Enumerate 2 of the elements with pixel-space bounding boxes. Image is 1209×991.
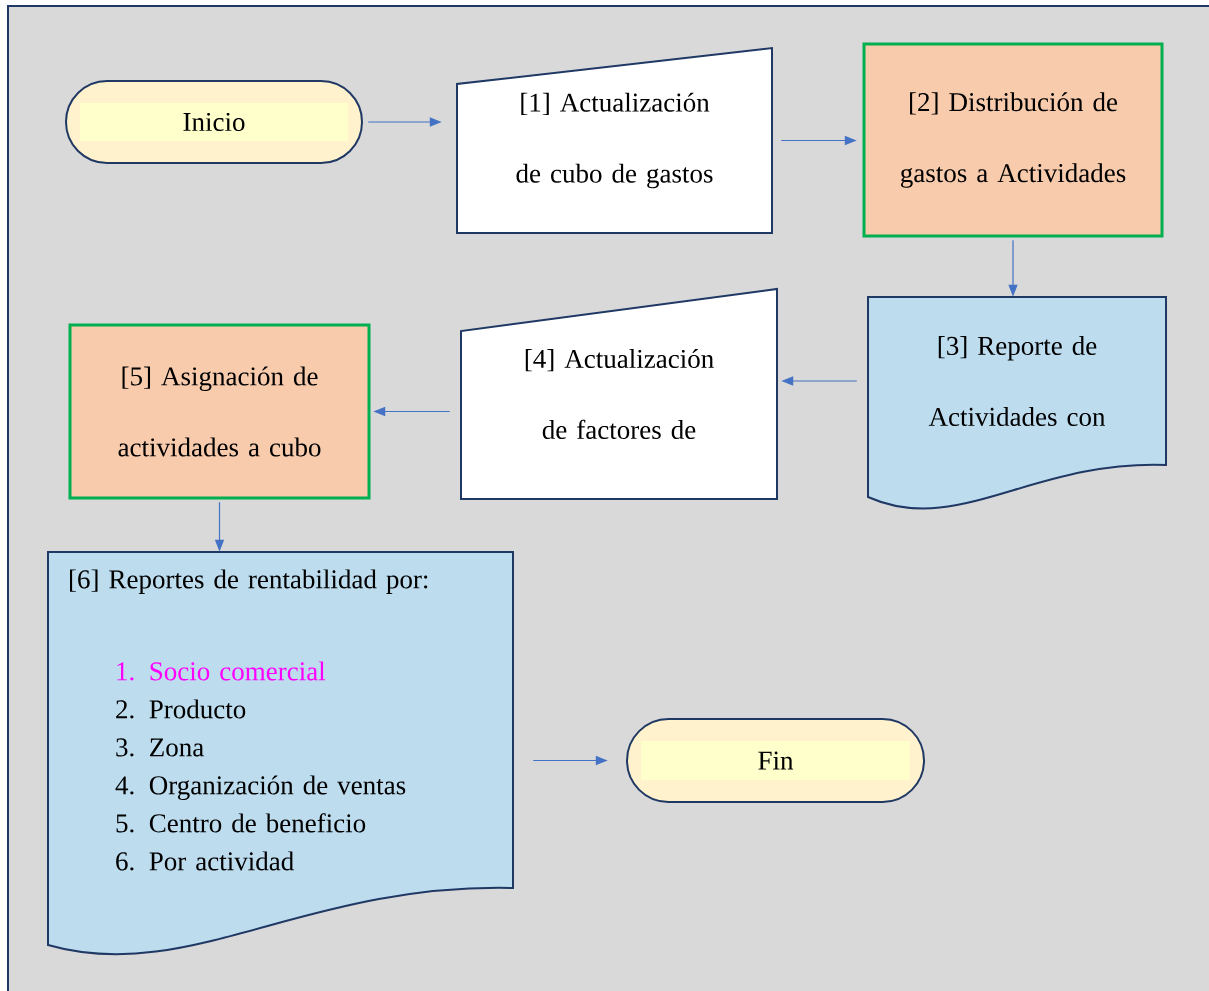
process-box: [2] Distribución de gastos a Actividades [862, 42, 1164, 238]
process-box: [5] Asignación de actividades a cubo [68, 323, 371, 500]
